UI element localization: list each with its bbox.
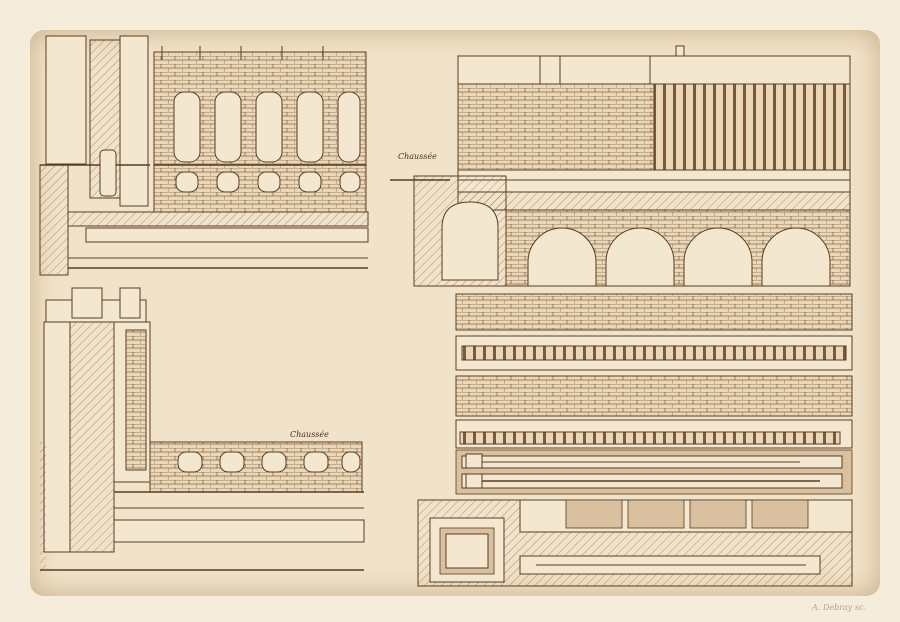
ground-label-bottom: Chaussée bbox=[290, 430, 329, 439]
bottom-right-plan bbox=[417, 293, 853, 587]
bottom-left-elevation bbox=[40, 287, 365, 572]
engraver-signature: A. Debray sc. bbox=[812, 603, 866, 612]
top-left-elevation bbox=[39, 35, 369, 276]
ground-label-top: Chaussée bbox=[398, 152, 437, 161]
top-right-elevation bbox=[390, 45, 851, 287]
